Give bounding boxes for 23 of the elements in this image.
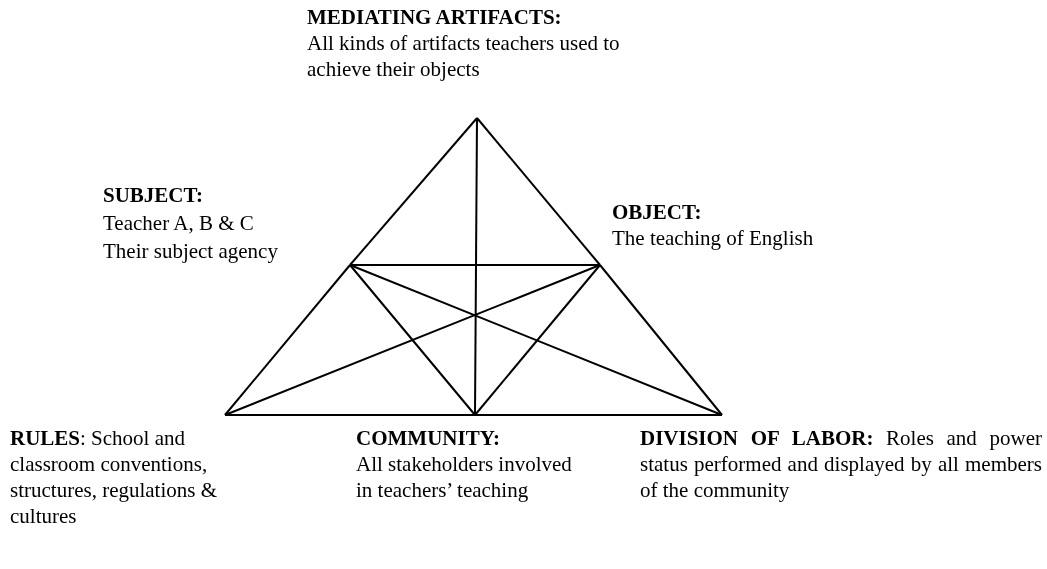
triangle-line <box>349 117 478 266</box>
node-description: RULES: School and classroom conventions, structures, regulations & cultures <box>10 425 219 529</box>
node-heading: COMMUNITY: <box>356 425 501 451</box>
triangle-line <box>349 264 476 416</box>
node-heading: SUBJECT: <box>103 182 204 209</box>
node-description: Teacher A, B & C <box>103 210 255 237</box>
triangle-line <box>224 414 476 416</box>
node-description: DIVISION OF LABOR: Roles and power status performed and displayed by all members of the community <box>640 425 1042 503</box>
node-heading: MEDIATING ARTIFACTS: <box>307 4 563 30</box>
triangle-line <box>474 414 723 416</box>
triangle-line <box>476 117 601 266</box>
triangle-line <box>474 117 478 416</box>
node-heading: OBJECT: <box>612 199 703 225</box>
node-description: The teaching of English <box>612 225 815 251</box>
triangle-line <box>224 264 601 416</box>
triangle-line <box>349 264 723 416</box>
triangle-line <box>349 264 601 266</box>
triangle-line <box>224 264 351 416</box>
triangle-line <box>474 264 601 416</box>
node-description: All kinds of artifacts teachers used to achieve their objects <box>307 30 621 82</box>
triangle-line <box>599 264 723 416</box>
node-description: Their subject agency <box>103 238 279 265</box>
node-description: All stakeholders involved in teachers’ teaching <box>356 451 573 503</box>
